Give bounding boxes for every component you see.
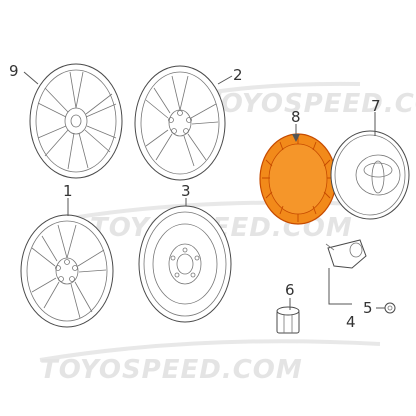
callout-2: 2	[233, 66, 243, 84]
callout-9: 9	[9, 62, 19, 80]
wheel-part-3[interactable]	[138, 205, 232, 323]
callout-labels: 9 2 8 7 1 3 6 5 4	[9, 62, 381, 331]
arrow-head-part-8	[292, 134, 300, 142]
callout-6: 6	[285, 281, 295, 299]
wheel-cover-part-8[interactable]	[259, 133, 337, 225]
callout-4: 4	[346, 313, 356, 331]
tire-pressure-sensor-part-4[interactable]	[325, 239, 367, 269]
hub-cap-part-7[interactable]	[330, 130, 410, 220]
wheel-part-1[interactable]	[20, 214, 114, 328]
callout-3: 3	[181, 182, 191, 200]
callout-7: 7	[371, 97, 381, 115]
callout-1: 1	[63, 182, 73, 200]
callout-5: 5	[363, 299, 373, 317]
watermark-swoosh-bottom	[39, 339, 381, 362]
lug-nut-part-6[interactable]	[276, 306, 300, 334]
callout-8: 8	[291, 108, 301, 126]
toyota-emblem-icon	[355, 154, 401, 196]
leader-lines	[23, 71, 385, 310]
valve-part-5[interactable]	[384, 302, 396, 314]
watermark-group: TOYOSPEED.COM TOYOSPEED.COM TOYOSPEED.CO…	[39, 81, 416, 385]
watermark-top: TOYOSPEED.COM	[202, 89, 416, 119]
wheel-part-9[interactable]	[29, 63, 123, 179]
watermark-swoosh-middle	[59, 200, 381, 222]
wheel-part-2[interactable]	[134, 65, 226, 181]
watermark-bottom: TOYOSPEED.COM	[40, 355, 303, 385]
